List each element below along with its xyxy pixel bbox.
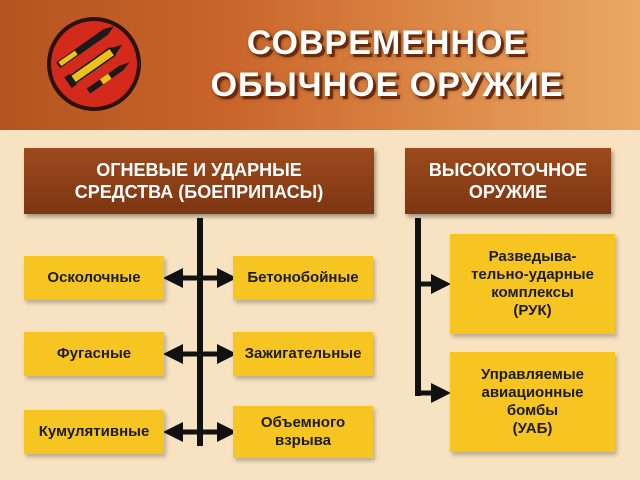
item-volumetric-explosion: Объемного взрыва (233, 406, 373, 458)
page-title: СОВРЕМЕННОЕ ОБЫЧНОЕ ОРУЖИЕ (162, 22, 612, 106)
title-line-2: ОБЫЧНОЕ ОРУЖИЕ (210, 66, 564, 104)
item-concrete-piercing: Бетонобойные (233, 256, 373, 300)
left-group-header: ОГНЕВЫЕ И УДАРНЫЕ СРЕДСТВА (БОЕПРИПАСЫ) (24, 148, 374, 214)
item-reconnaissance-strike-complexes: Разведыва- тельно-ударные комплексы (РУК… (450, 234, 615, 334)
item-guided-aerial-bombs: Управляемые авиационные бомбы (УАБ) (450, 352, 615, 452)
title-line-1: СОВРЕМЕННОЕ (246, 24, 528, 62)
header-banner: СОВРЕМЕННОЕ ОБЫЧНОЕ ОРУЖИЕ (0, 0, 640, 130)
item-high-explosive: Фугасные (24, 332, 164, 376)
item-fragmentation: Осколочные (24, 256, 164, 300)
item-cumulative: Кумулятивные (24, 410, 164, 454)
weapons-logo-icon (47, 17, 141, 111)
item-incendiary: Зажигательные (233, 332, 373, 376)
right-group-header: ВЫСОКОТОЧНОЕ ОРУЖИЕ (405, 148, 611, 214)
